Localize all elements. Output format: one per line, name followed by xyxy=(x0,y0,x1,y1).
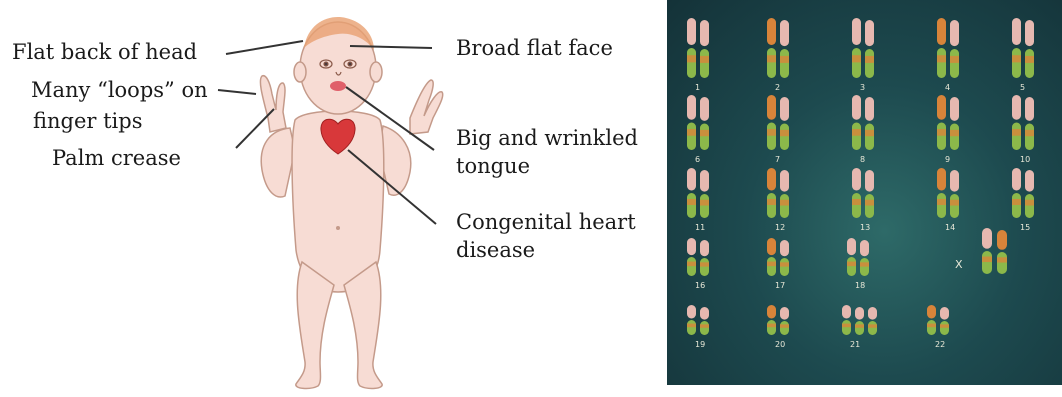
chromosome-number-10: 10 xyxy=(1020,155,1030,164)
chromosome-pair-20: 20 xyxy=(767,305,789,349)
chromosome-number-11: 11 xyxy=(695,223,705,232)
chromosome-number-21: 21 xyxy=(850,340,860,349)
label-broad-flat-face: Broad flat face xyxy=(456,36,613,61)
chromosome-pair-9: 9 xyxy=(937,95,959,164)
chromosome-number-6: 6 xyxy=(695,155,700,164)
chromosome-number-1: 1 xyxy=(695,83,700,92)
chromosome-number-13: 13 xyxy=(860,223,870,232)
chromosome-pair-7: 7 xyxy=(767,95,789,164)
chromosome-number-5: 5 xyxy=(1020,83,1025,92)
label-heart-line1: Congenital heart xyxy=(456,210,636,235)
chromosome-number-19: 19 xyxy=(695,340,705,349)
chromosome-number-8: 8 xyxy=(860,155,865,164)
chromosome-pair-2: 2 xyxy=(767,18,789,92)
chromosome-pair-18: 18 xyxy=(847,238,869,290)
sex-chromosome-label: X xyxy=(955,258,963,271)
chromosome-pair-10: 10 xyxy=(1012,95,1034,164)
chromosome-number-22: 22 xyxy=(935,340,945,349)
chromosome-number-17: 17 xyxy=(775,281,785,290)
chromosome-number-2: 2 xyxy=(775,83,780,92)
chromosome-pair-15: 15 xyxy=(1012,168,1034,232)
chromosome-pair-22: 22 xyxy=(927,305,949,349)
chromosome-number-18: 18 xyxy=(855,281,865,290)
baby-figure xyxy=(260,22,442,388)
chromosome-pair-11: 11 xyxy=(687,168,709,232)
label-many-loops-line2: finger tips xyxy=(33,109,143,134)
chromosome-pair-8: 8 xyxy=(852,95,874,164)
chromosome-number-16: 16 xyxy=(695,281,705,290)
chromosome-number-7: 7 xyxy=(775,155,780,164)
tongue xyxy=(330,81,346,91)
chromosome-pair-6: 6 xyxy=(687,95,709,164)
chromosome-number-20: 20 xyxy=(775,340,785,349)
label-heart-line2: disease xyxy=(456,238,535,263)
chromosome-pair-12: 12 xyxy=(767,168,789,232)
label-many-loops-line1: Many “loops” on xyxy=(31,78,208,103)
navel xyxy=(336,226,340,230)
chromosome-pair-1: 1 xyxy=(687,18,709,92)
chromosome-pair-14: 14 xyxy=(937,168,959,232)
label-flat-back-of-head: Flat back of head xyxy=(12,40,197,65)
chromosome-number-9: 9 xyxy=(945,155,950,164)
chromosome-pair-16: 16 xyxy=(687,238,709,290)
chromosome-number-14: 14 xyxy=(945,223,955,232)
chromosome-pair-17: 17 xyxy=(767,238,789,290)
chromosome-pair-21: 21 xyxy=(842,305,877,349)
chromosome-pair-4: 4 xyxy=(937,18,959,92)
label-tongue-line1: Big and wrinkled xyxy=(456,126,638,151)
chromosome-number-4: 4 xyxy=(945,83,950,92)
chromosome-number-3: 3 xyxy=(860,83,865,92)
chromosome-pair-3: 3 xyxy=(852,18,874,92)
chromosome-pair-5: 5 xyxy=(1012,18,1034,92)
label-tongue-line2: tongue xyxy=(456,154,530,179)
chromosome-number-12: 12 xyxy=(775,223,785,232)
chromosome-pair-19: 19 xyxy=(687,305,709,349)
chromosome-pair-13: 13 xyxy=(852,168,874,232)
chromosome-number-15: 15 xyxy=(1020,223,1030,232)
label-palm-crease: Palm crease xyxy=(52,146,181,171)
sex-chromosome: X xyxy=(955,228,1007,274)
